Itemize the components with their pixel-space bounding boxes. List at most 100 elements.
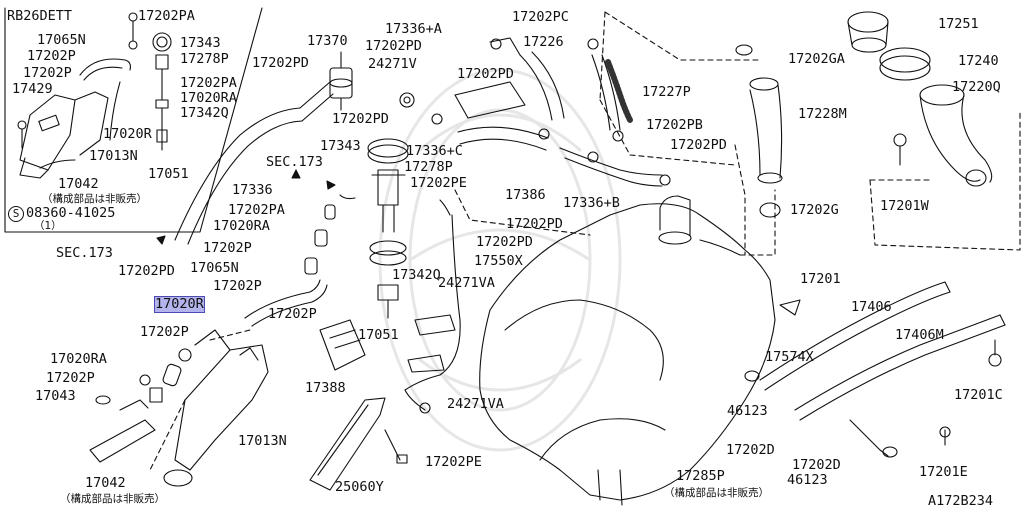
part-label-17042[interactable]: 17042: [85, 475, 126, 491]
not-sold-note: （構成部品は非販売）: [664, 487, 769, 499]
inset-pump-assembly: [17, 12, 172, 179]
part-label-17020RA[interactable]: 17020RA: [50, 351, 107, 367]
part-label-17202P[interactable]: 17202P: [46, 370, 95, 386]
part-label-17342Q[interactable]: 17342Q: [180, 105, 229, 121]
part-label-17202PB[interactable]: 17202PB: [646, 117, 703, 133]
filler-neck-parts: [847, 11, 993, 187]
part-label-17228M[interactable]: 17228M: [798, 106, 847, 122]
part-label-17278P[interactable]: 17278P: [404, 159, 453, 175]
part-label-17388[interactable]: 17388: [305, 380, 346, 396]
section-arrows: [156, 169, 336, 245]
part-label-17201C[interactable]: 17201C: [954, 387, 1003, 403]
part-label-17202PA[interactable]: 17202PA: [138, 8, 195, 24]
part-label-17202PE[interactable]: 17202PE: [410, 175, 467, 191]
part-label-17042[interactable]: 17042: [58, 176, 99, 192]
part-label-17227P[interactable]: 17227P: [642, 84, 691, 100]
part-label-17202PD[interactable]: 17202PD: [118, 263, 175, 279]
part-label-17202PD[interactable]: 17202PD: [365, 38, 422, 54]
part-label-17202PE[interactable]: 17202PE: [425, 454, 482, 470]
center-pump-module: [304, 138, 409, 319]
part-label-17220Q[interactable]: 17220Q: [952, 79, 1001, 95]
part-label-17065N[interactable]: 17065N: [37, 32, 86, 48]
part-label-17285P[interactable]: 17285P: [676, 468, 725, 484]
part-label-17043[interactable]: 17043: [35, 388, 76, 404]
part-label-17202P[interactable]: 17202P: [203, 240, 252, 256]
part-label-17202G[interactable]: 17202G: [790, 202, 839, 218]
part-label-17550X[interactable]: 17550X: [474, 253, 523, 269]
part-label-17202PD[interactable]: 17202PD: [457, 66, 514, 82]
part-label-17202D[interactable]: 17202D: [792, 457, 841, 473]
part-label-17202PD[interactable]: 17202PD: [332, 111, 389, 127]
section-ref-sec173[interactable]: SEC.173: [266, 154, 323, 170]
leader-dashes: [149, 11, 1021, 471]
bolt-qty: （1）: [34, 220, 62, 232]
part-label-17278P[interactable]: 17278P: [180, 51, 229, 67]
part-label-17202P[interactable]: 17202P: [268, 306, 317, 322]
part-label-17370[interactable]: 17370: [307, 33, 348, 49]
lower-center-parts: [309, 199, 461, 491]
part-label-24271VA[interactable]: 24271VA: [447, 396, 504, 412]
part-label-17051[interactable]: 17051: [148, 166, 189, 182]
part-label-46123[interactable]: 46123: [787, 472, 828, 488]
part-label-17202D[interactable]: 17202D: [726, 442, 775, 458]
part-label-17343[interactable]: 17343: [180, 35, 221, 51]
lower-left-pump-parts: [89, 329, 269, 487]
part-label-46123[interactable]: 46123: [727, 403, 768, 419]
part-label-17020R-highlighted[interactable]: 17020R: [154, 296, 205, 313]
part-label-17343[interactable]: 17343: [320, 138, 361, 154]
part-label-17013N[interactable]: 17013N: [238, 433, 287, 449]
part-label-17201[interactable]: 17201: [800, 271, 841, 287]
filter-17370: [329, 51, 353, 111]
part-label-17065N[interactable]: 17065N: [190, 260, 239, 276]
part-label-17202PD[interactable]: 17202PD: [476, 234, 533, 250]
part-label-17202PA[interactable]: 17202PA: [228, 202, 285, 218]
part-label-17336[interactable]: 17336: [232, 182, 273, 198]
part-label-17051[interactable]: 17051: [358, 327, 399, 343]
part-label-17201W[interactable]: 17201W: [880, 198, 929, 214]
vent-hoses: [431, 37, 671, 187]
part-label-17251[interactable]: 17251: [938, 16, 979, 32]
part-label-17336A[interactable]: 17336+A: [385, 21, 442, 37]
part-label-17013N[interactable]: 17013N: [89, 148, 138, 164]
part-label-17202P[interactable]: 17202P: [213, 278, 262, 294]
part-label-17202PD[interactable]: 17202PD: [670, 137, 727, 153]
part-label-17406M[interactable]: 17406M: [895, 327, 944, 343]
part-label-17202P[interactable]: 17202P: [140, 324, 189, 340]
not-sold-note: （構成部品は非販売）: [60, 493, 165, 505]
part-label-17429[interactable]: 17429: [12, 81, 53, 97]
part-label-17202PC[interactable]: 17202PC: [512, 9, 569, 25]
part-label-24271VA[interactable]: 24271VA: [438, 275, 495, 291]
not-sold-note: （構成部品は非販売）: [42, 193, 147, 205]
part-label-17342Q[interactable]: 17342Q: [392, 267, 441, 283]
part-label-17406[interactable]: 17406: [851, 299, 892, 315]
hose-17020R: [244, 279, 328, 327]
part-label-17202GA[interactable]: 17202GA: [788, 51, 845, 67]
bolt-ref-number: 08360-41025: [26, 205, 116, 221]
bolt-symbol: S: [8, 206, 24, 222]
part-label-17226[interactable]: 17226: [523, 34, 564, 50]
section-ref-sec173[interactable]: SEC.173: [56, 245, 113, 261]
part-label-17202P[interactable]: 17202P: [23, 65, 72, 81]
part-label-17240[interactable]: 17240: [958, 53, 999, 69]
cover-24271V: [399, 81, 526, 119]
filler-tube-17228M: [735, 44, 783, 218]
part-label-17336C[interactable]: 17336+C: [406, 143, 463, 159]
watermark-emblem: [378, 68, 622, 452]
part-label-17386[interactable]: 17386: [505, 187, 546, 203]
part-label-17336B[interactable]: 17336+B: [563, 195, 620, 211]
part-label-24271V[interactable]: 24271V: [368, 56, 417, 72]
part-label-17574X[interactable]: 17574X: [765, 349, 814, 365]
part-label-17020R[interactable]: 17020R: [103, 126, 152, 142]
part-label-17201E[interactable]: 17201E: [919, 464, 968, 480]
part-label-17202PD[interactable]: 17202PD: [252, 55, 309, 71]
part-label-17202P[interactable]: 17202P: [27, 48, 76, 64]
part-label-17020RA[interactable]: 17020RA: [213, 218, 270, 234]
part-label-25060Y[interactable]: 25060Y: [335, 479, 384, 495]
part-label-17202PA[interactable]: 17202PA: [180, 75, 237, 91]
part-label-17202PD[interactable]: 17202PD: [506, 216, 563, 232]
part-label-17020RA[interactable]: 17020RA: [180, 90, 237, 106]
tank-straps: [744, 281, 1006, 458]
